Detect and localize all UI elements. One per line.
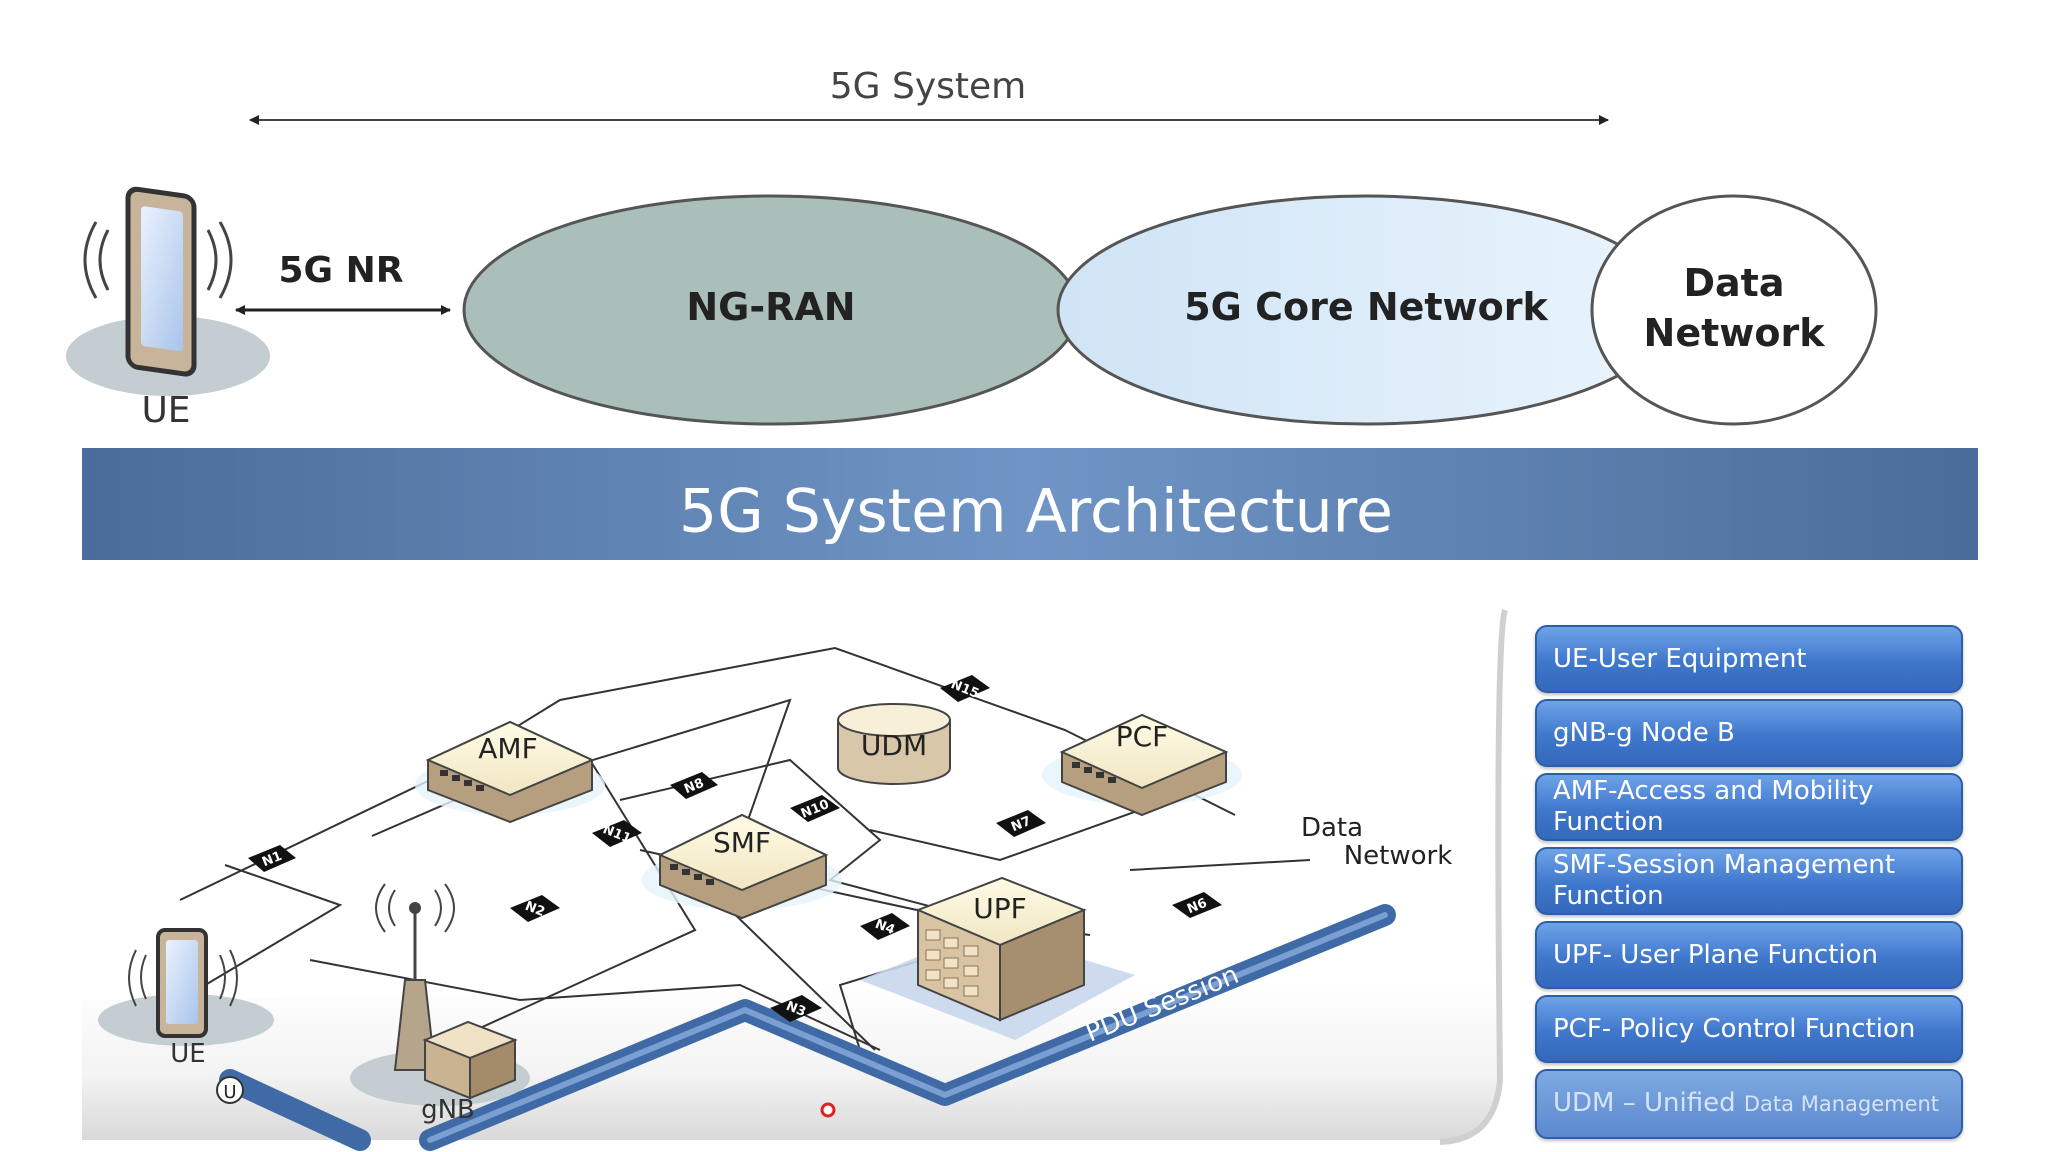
legend-item-gnb: gNB-g Node B [1535,699,1963,767]
tag-n1: N1 [248,845,296,872]
tag-n6: N6 [1172,892,1222,918]
ue-phone-icon [66,186,270,396]
legend-item-pcf: PCF- Policy Control Function [1535,995,1963,1063]
svg-text:N7: N7 [1009,814,1033,835]
svg-text:N6: N6 [1185,896,1209,917]
tag-n15: N15 [940,675,990,702]
ue-phone-small-icon [98,928,274,1046]
system-label: 5G System [830,66,1027,107]
tag-n2: N2 [510,895,560,922]
gnb-label: gNB [421,1095,475,1125]
amf-label: AMF [478,732,537,765]
title-banner [82,448,1978,560]
legend-item-udm: UDM – Unified Data Management [1535,1069,1963,1139]
legend-udm-small: Data Management [1743,1092,1940,1116]
legend-item-smf: SMF-Session Management Function [1535,847,1963,915]
upf-label: UPF [973,892,1026,925]
smf-label: SMF [713,826,771,859]
data-network-label-line1: Data [1684,261,1785,305]
svg-text:N2: N2 [523,899,547,920]
ue-label-top: UE [141,390,190,431]
legend-item-ue: UE-User Equipment [1535,625,1963,693]
cursor-dot [820,1102,836,1118]
legend-item-amf: AMF-Access and Mobility Function [1535,773,1963,841]
tag-n11: N11 [592,820,642,847]
interface-tags: N1 N2 N3 N4 N6 N7 N8 N10 N11 N15 [248,675,1222,1022]
legend-item-label: UPF- User Plane Function [1553,939,1878,970]
gnb-tower-icon [350,883,530,1106]
nr-label: 5G NR [279,250,404,291]
pdu-session-pipe-highlight [427,912,1388,1143]
legend-item-upf: UPF- User Plane Function [1535,921,1963,989]
data-network-bottom-line2: Network [1344,841,1453,871]
legend-item-label: UE-User Equipment [1553,643,1807,674]
u-marker-icon [216,1076,244,1104]
amf-node [415,720,605,824]
svg-text:N3: N3 [784,999,808,1020]
legend-item-label: gNB-g Node B [1553,717,1735,748]
data-network-circle [1590,194,1878,426]
svg-text:N1: N1 [260,849,284,870]
tag-n7: N7 [996,810,1046,837]
pcf-label: PCF [1116,720,1169,753]
legend-udm-main: UDM – Unified [1553,1088,1736,1118]
udm-node [837,703,951,785]
data-network-bottom-line1: Data [1301,813,1363,843]
tag-n8: N8 [670,772,718,799]
banner-title: 5G System Architecture [679,477,1393,547]
ngran-label: NG-RAN [686,285,855,329]
legend-item-label: PCF- Policy Control Function [1553,1013,1916,1044]
svg-text:N8: N8 [682,776,706,797]
legend-item-label: UDM – Unified Data Management [1553,1088,1939,1120]
core-network-label: 5G Core Network [1184,285,1548,329]
smf-node [642,813,842,920]
legend-item-label: AMF-Access and Mobility Function [1553,776,1874,837]
u-marker-label: U [223,1082,236,1103]
svg-text:N4: N4 [873,917,897,938]
upf-node [860,876,1135,1040]
legend-panel: UE-User Equipment gNB-g Node B AMF-Acces… [1535,625,1963,1145]
tag-n4: N4 [860,913,910,940]
udm-label: UDM [861,729,927,762]
ue-label-bottom: UE [170,1039,205,1069]
diagram-floor-edge [1439,609,1508,1145]
tag-n3: N3 [770,995,822,1022]
legend-item-label: SMF-Session Management Function [1553,850,1896,911]
pcf-node [1042,713,1242,817]
data-network-label-line2: Network [1644,311,1826,355]
